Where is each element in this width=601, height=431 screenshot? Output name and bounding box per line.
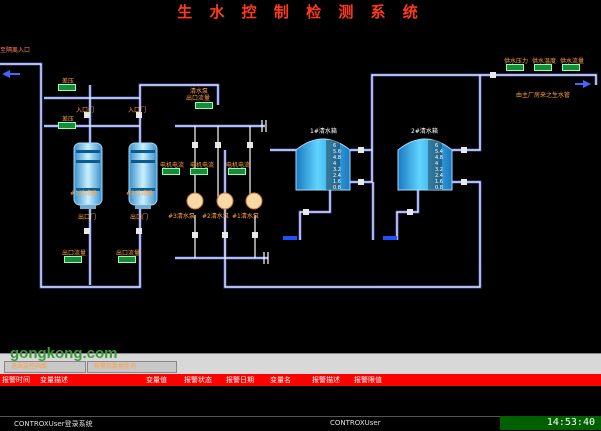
meter-diff-pressure-1[interactable] bbox=[58, 84, 76, 91]
alarm-col-date: 报警日期 bbox=[226, 376, 254, 384]
watermark-logo: gongkong.com bbox=[10, 345, 118, 362]
alarm-col-alarmdesc: 报警描述 bbox=[312, 376, 340, 384]
meter-supply-pressure[interactable] bbox=[506, 64, 524, 71]
app-title: 生 水 控 制 检 测 系 统 bbox=[177, 3, 424, 21]
label-diff-pressure-2: 差压 bbox=[62, 116, 75, 123]
label-filter-1: #1过滤器 bbox=[70, 190, 97, 197]
meter-current-1[interactable] bbox=[162, 168, 180, 175]
tab-alarm-query[interactable]: 报警及数据查询 bbox=[87, 361, 177, 373]
status-center: CONTROXUser bbox=[330, 419, 381, 427]
tank-1-vessel bbox=[295, 138, 351, 191]
tank-1-scale: 6 5.6 4.8 4 3.2 2.4 1.6 0.8 bbox=[333, 143, 341, 191]
meter-current-3[interactable] bbox=[228, 168, 246, 175]
alarm-col-value: 变量值 bbox=[146, 376, 167, 384]
label-current-3: 电机电流 bbox=[226, 162, 251, 169]
label-clearwater-top2: 出口流量 bbox=[186, 95, 211, 102]
alarm-col-limit: 报警限值 bbox=[354, 376, 382, 384]
label-current-2: 电机电流 bbox=[190, 162, 215, 169]
label-supply-flow: 供水流量 bbox=[560, 58, 585, 65]
alarm-col-state: 报警状态 bbox=[184, 376, 212, 384]
meter-outlet-flow-2[interactable] bbox=[118, 256, 136, 263]
label-supply-temp: 供水温度 bbox=[532, 58, 557, 65]
label-outlet-valve-1: 出口门 bbox=[78, 214, 97, 221]
label-diff-pressure-1: 差压 bbox=[62, 78, 75, 85]
meter-current-2[interactable] bbox=[190, 168, 208, 175]
label-pump-2: #2清水泵 bbox=[202, 213, 229, 220]
label-inlet-left: 至隔离入口 bbox=[0, 47, 31, 54]
alarm-col-varname: 变量名 bbox=[270, 376, 291, 384]
tab-exit-monitor[interactable]: 退出监控画面 bbox=[4, 361, 86, 373]
process-diagram bbox=[0, 62, 598, 289]
filter-1-vessel bbox=[73, 142, 103, 209]
label-inlet-valve-1: 入口门 bbox=[76, 107, 95, 114]
label-current-1: 电机电流 bbox=[160, 162, 185, 169]
label-supply-source: 由主厂房来之生水管 bbox=[516, 92, 571, 99]
label-clearwater-top: 清水泵 bbox=[190, 88, 209, 95]
alarm-header: 报警时间 变量描述 变量值 报警状态 报警日期 变量名 报警描述 报警限值 bbox=[0, 374, 601, 386]
alarm-col-time: 报警时间 bbox=[2, 376, 30, 384]
status-clock: 14:53:40 bbox=[500, 416, 601, 430]
filter-2-vessel bbox=[128, 142, 158, 209]
meter-supply-flow[interactable] bbox=[562, 64, 580, 71]
label-pump-1: #3清水泵 bbox=[168, 213, 195, 220]
meter-diff-pressure-2[interactable] bbox=[58, 122, 76, 129]
alarm-list[interactable] bbox=[0, 386, 601, 416]
tank-2-vessel bbox=[397, 138, 453, 191]
label-pump-3: #1清水泵 bbox=[232, 213, 259, 220]
alarm-col-desc: 变量描述 bbox=[40, 376, 68, 384]
status-left: CONTROXUser登录系统 bbox=[14, 420, 93, 428]
meter-outlet-flow-1[interactable] bbox=[64, 256, 82, 263]
label-filter-2: #2过滤器 bbox=[126, 190, 153, 197]
label-tank-2: 2#清水箱 bbox=[411, 128, 438, 135]
label-inlet-valve-2: 入口门 bbox=[128, 107, 147, 114]
label-tank-1: 1#清水箱 bbox=[310, 128, 337, 135]
label-outlet-flow-2: 出口流量 bbox=[116, 250, 141, 257]
meter-clearwater-flow[interactable] bbox=[195, 102, 213, 109]
status-bar: CONTROXUser登录系统 CONTROXUser bbox=[0, 416, 601, 431]
meter-supply-temp[interactable] bbox=[534, 64, 552, 71]
tank-2-scale: 6 5.4 4.8 4 3.2 2.4 1.6 0.8 bbox=[435, 143, 443, 191]
label-outlet-valve-2: 出口门 bbox=[130, 214, 149, 221]
label-supply-pressure: 供水压力 bbox=[504, 58, 529, 65]
label-outlet-flow-1: 出口流量 bbox=[62, 250, 87, 257]
